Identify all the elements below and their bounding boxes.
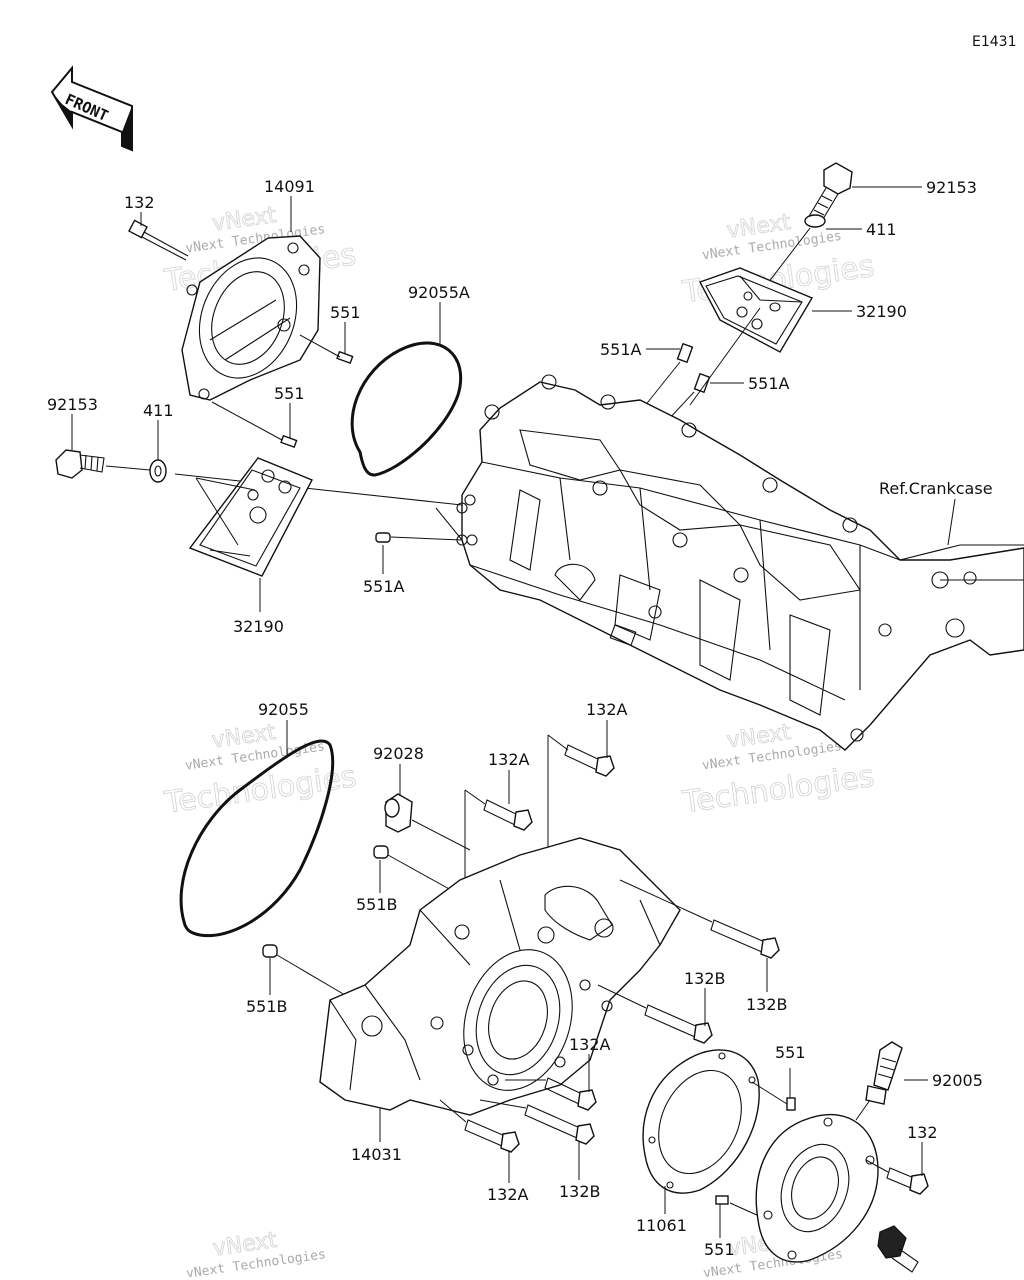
gasket-92055a [350,341,463,477]
cover-14091 [181,235,321,401]
dowel-pin-551a [375,532,391,543]
dowel-pin-551b [373,845,389,859]
gasket-11061 [642,1049,760,1194]
part-label: 92153 [47,395,98,414]
part-label: 551 [330,303,361,322]
crankcase [456,374,1024,751]
washer-411 [804,214,826,228]
bolt-132b [710,919,780,959]
part-label: 92153 [926,178,977,197]
part-label: 132B [746,995,788,1014]
part-label: 551A [363,577,405,596]
part-label: 92005 [932,1071,983,1090]
part-label: 132A [586,700,628,719]
part-label: 132A [487,1185,529,1204]
plug-bolt [877,1225,919,1273]
part-label: 551A [600,340,642,359]
part-label: 32190 [233,617,284,636]
ref-label: Ref.Crankcase [879,479,993,498]
bolt-132b [644,1004,713,1044]
part-label: 132B [684,969,726,988]
washer-411 [149,459,167,483]
bracket-32190 [188,457,313,577]
cover-14031 [319,837,681,1116]
part-label: 132A [488,750,530,769]
part-label: 132B [559,1182,601,1201]
part-label: 132A [569,1035,611,1054]
part-label: 551 [775,1043,806,1062]
bolt-132a [483,799,533,831]
bolt-132a [464,1119,520,1153]
part-label: 132 [907,1123,938,1142]
dowel-pin-551 [280,434,298,449]
bracket-32190 [699,267,814,353]
dowel-pin-551b [262,944,278,958]
bolt-132b [524,1104,595,1145]
part-label: 551A [748,374,790,393]
leader-lines [71,186,928,1238]
part-label: 14091 [264,177,315,196]
part-label: 551B [356,895,398,914]
gasket-92055 [179,739,335,938]
part-label: 132 [124,193,155,212]
part-label: 92055 [258,700,309,719]
pump-housing [755,1113,879,1263]
fitting-92005 [865,1041,903,1105]
part-label: 551 [704,1240,735,1259]
dowel-pin-551a [676,342,694,364]
front-arrow-icon: FRONT [50,65,133,152]
part-label: 411 [143,401,174,420]
sleeve-92028 [384,793,413,833]
bolt-92153 [55,449,105,479]
part-label: 92028 [373,744,424,763]
part-label: 411 [866,220,897,239]
bolt-132 [128,219,189,261]
part-label: 14031 [351,1145,402,1164]
bolt-132a [544,1077,597,1111]
dowel-pin-551 [786,1097,796,1111]
part-label: 551B [246,997,288,1016]
dowel-pin-551 [336,350,354,365]
dowel-pin-551 [715,1195,729,1205]
part-label: 92055A [408,283,470,302]
diagram-code: E1431 [972,34,1016,50]
dowel-pin-551a [693,372,711,394]
part-labels: 132 14091 551 551 92153 411 32190 92055A… [47,177,993,1259]
part-label: 32190 [856,302,907,321]
part-label: 11061 [636,1216,687,1235]
part-label: 551 [274,384,305,403]
bolt-132a [564,744,615,777]
